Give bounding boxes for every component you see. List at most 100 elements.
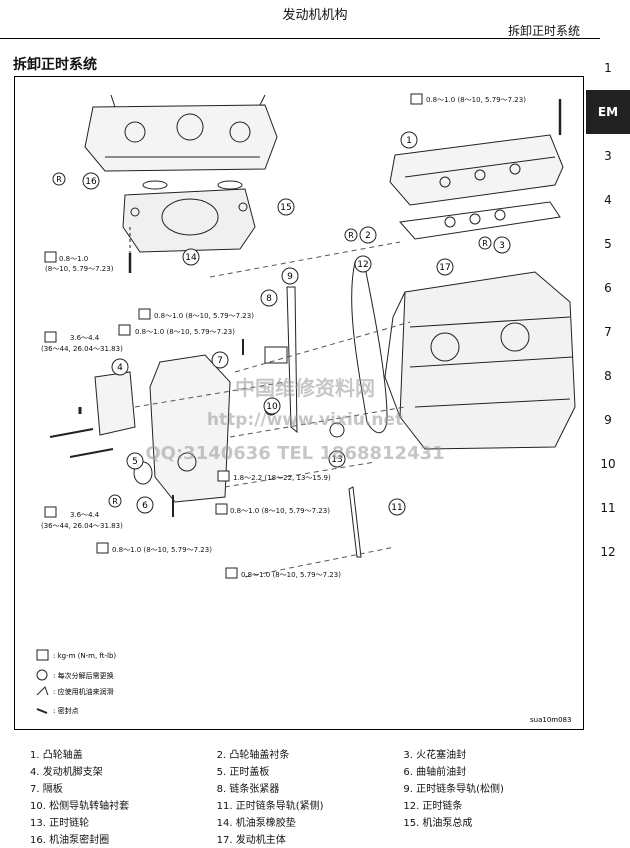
oil-pump-upper-housing <box>84 94 278 172</box>
tab-7[interactable]: 7 <box>604 325 612 339</box>
bolt <box>69 448 114 458</box>
svg-text:: 每次分解后需更换: : 每次分解后需更换 <box>53 671 114 680</box>
parts-row: 7. 隔板 8. 链条张紧器 9. 正时链条导轨(松侧) <box>30 780 590 797</box>
chapter-tabs: 1 EM 3 4 5 6 7 8 9 10 11 12 <box>586 46 630 574</box>
torque-label: 3.6～4.4(36～44, 26.04～31.83) <box>41 331 123 353</box>
parts-row: 1. 凸轮轴盖 2. 凸轮轴盖衬条 3. 火花塞油封 <box>30 746 590 763</box>
tab-3[interactable]: 3 <box>604 149 612 163</box>
svg-text:QQ:3140636 TEL 1868812431: QQ:3140636 TEL 1868812431 <box>145 443 444 464</box>
svg-text:R: R <box>348 231 354 240</box>
callout-13: 13 <box>328 450 346 468</box>
svg-text:0.8～1.0: 0.8～1.0 <box>59 255 88 263</box>
callout-11: 11 <box>388 498 406 516</box>
svg-text:: 应使用机油来润滑: : 应使用机油来润滑 <box>53 687 114 696</box>
svg-text:中国维修资料网: 中国维修资料网 <box>235 376 375 400</box>
torque-label: 0.8～1.0 (8～10, 5.79～7.23) <box>410 93 526 105</box>
svg-text:0.8～1.0 (8～10, 5.79～7.23): 0.8～1.0 (8～10, 5.79～7.23) <box>135 328 235 336</box>
callout-9: 9 <box>281 267 299 285</box>
part-item: 2. 凸轮轴盖衬条 <box>216 750 290 761</box>
svg-text:0.8～1.0 (8～10, 5.79～7.23): 0.8～1.0 (8～10, 5.79～7.23) <box>112 546 212 554</box>
parts-list: 1. 凸轮轴盖 2. 凸轮轴盖衬条 3. 火花塞油封 4. 发动机脚支架 5. … <box>30 746 590 848</box>
oil-pump-seal-ring <box>217 180 243 190</box>
replace-mark: R <box>478 236 492 250</box>
assembly-guide-line <box>224 461 376 488</box>
watermark: 中国维修资料网 http://www.vixiu.net QQ:3140636 … <box>145 376 444 464</box>
part-item: 17. 发动机主体 <box>216 835 286 846</box>
timing-chain <box>351 258 388 434</box>
torque-label: 0.8～1.0 (8～10, 5.79～7.23) <box>138 308 254 320</box>
chapter-subtitle: 拆卸正时系统 <box>507 24 580 38</box>
svg-text:5: 5 <box>132 457 138 467</box>
svg-text:3.6～4.4: 3.6～4.4 <box>70 511 100 519</box>
callout-4: 4 <box>111 358 129 376</box>
part-item: 13. 正时链轮 <box>30 818 90 829</box>
part-item: 9. 正时链条导轨(松侧) <box>403 784 504 795</box>
svg-text:13: 13 <box>331 455 342 465</box>
tab-1[interactable]: 1 <box>604 61 612 75</box>
torque-label: 0.8～1.0(8～10, 5.79～7.23) <box>44 251 114 273</box>
tab-10[interactable]: 10 <box>600 457 616 471</box>
tension-side-chain-guide <box>348 486 362 558</box>
svg-text:1: 1 <box>406 136 412 146</box>
svg-text:4: 4 <box>117 363 123 373</box>
svg-text:8: 8 <box>266 294 272 304</box>
callout-16: 16 <box>82 172 100 190</box>
svg-text:R: R <box>482 239 488 248</box>
part-item: 16. 机油泵密封圈 <box>30 835 110 846</box>
figure-code: sua10m083 <box>530 716 571 724</box>
assembly-guide-line <box>229 406 406 438</box>
replace-mark: R <box>52 172 66 186</box>
assembly-guide-line <box>234 321 411 373</box>
part-item: 6. 曲轴前油封 <box>403 767 467 778</box>
svg-text:(36～44, 26.04～31.83): (36～44, 26.04～31.83) <box>41 522 123 530</box>
symbol-key: : kg-m (N-m, ft-lb) : 每次分解后需更换 : 应使用机油来润… <box>36 649 116 715</box>
section-title: 拆卸正时系统 <box>13 57 97 73</box>
torque-label: 0.8～1.0 (8～10, 5.79～7.23) <box>118 324 235 336</box>
part-item: 11. 正时链条导轨(紧侧) <box>216 801 324 812</box>
chapter-title: 发动机机构 <box>282 8 348 23</box>
callout-5: 5 <box>126 452 144 470</box>
tab-em[interactable]: EM <box>586 90 630 134</box>
part-item: 7. 隔板 <box>30 784 63 795</box>
assembly-guide-line <box>134 381 286 408</box>
callout-6: 6 <box>136 496 154 514</box>
part-item: 14. 机油泵橡胶垫 <box>216 818 296 829</box>
callout-7: 7 <box>211 351 229 369</box>
replace-mark: R <box>108 494 122 508</box>
torque-label: 0.8～1.0 (8～10, 5.79～7.23) <box>96 542 212 554</box>
camshaft-cover-gasket <box>399 201 561 240</box>
tab-11[interactable]: 11 <box>600 501 616 515</box>
svg-text:: 密封点: : 密封点 <box>53 706 79 715</box>
camshaft-cover <box>389 134 564 206</box>
part-item: 1. 凸轮轴盖 <box>30 750 83 761</box>
callout-8: 8 <box>260 289 278 307</box>
svg-text:6: 6 <box>142 501 148 511</box>
svg-text:3: 3 <box>499 241 505 251</box>
svg-text:11: 11 <box>391 503 402 513</box>
tab-8[interactable]: 8 <box>604 369 612 383</box>
svg-text:15: 15 <box>280 203 291 213</box>
chain-tensioner <box>264 346 288 364</box>
part-item: 3. 火花塞油封 <box>403 750 467 761</box>
svg-text:1.8～2.2 (18～22, 13～15.9): 1.8～2.2 (18～22, 13～15.9) <box>233 474 331 482</box>
header-divider <box>0 38 600 39</box>
exploded-diagram: 1 2 3 4 5 6 7 8 9 10 11 12 13 14 15 16 1… <box>14 76 584 730</box>
part-item: 8. 链条张紧器 <box>216 784 280 795</box>
callout-14: 14 <box>182 248 200 266</box>
svg-text:16: 16 <box>85 177 97 187</box>
svg-text:0.8～1.0 (8～10, 5.79～7.23): 0.8～1.0 (8～10, 5.79～7.23) <box>154 312 254 320</box>
parts-row: 10. 松侧导轨转轴衬套 11. 正时链条导轨(紧侧) 12. 正时链条 <box>30 797 590 814</box>
assembly-guide-line <box>244 546 396 578</box>
oil-pump-seal-ring <box>142 180 168 190</box>
part-item: 15. 机油泵总成 <box>403 818 473 829</box>
tab-9[interactable]: 9 <box>604 413 612 427</box>
callout-3: 3 <box>493 236 511 254</box>
tab-4[interactable]: 4 <box>604 193 612 207</box>
tab-5[interactable]: 5 <box>604 237 612 251</box>
bolt <box>49 428 94 438</box>
slack-side-chain-guide <box>286 286 298 434</box>
callout-2: 2 <box>359 226 377 244</box>
tab-12[interactable]: 12 <box>600 545 616 559</box>
svg-text:0.8～1.0 (8～10, 5.79～7.23): 0.8～1.0 (8～10, 5.79～7.23) <box>426 96 526 104</box>
tab-6[interactable]: 6 <box>604 281 612 295</box>
